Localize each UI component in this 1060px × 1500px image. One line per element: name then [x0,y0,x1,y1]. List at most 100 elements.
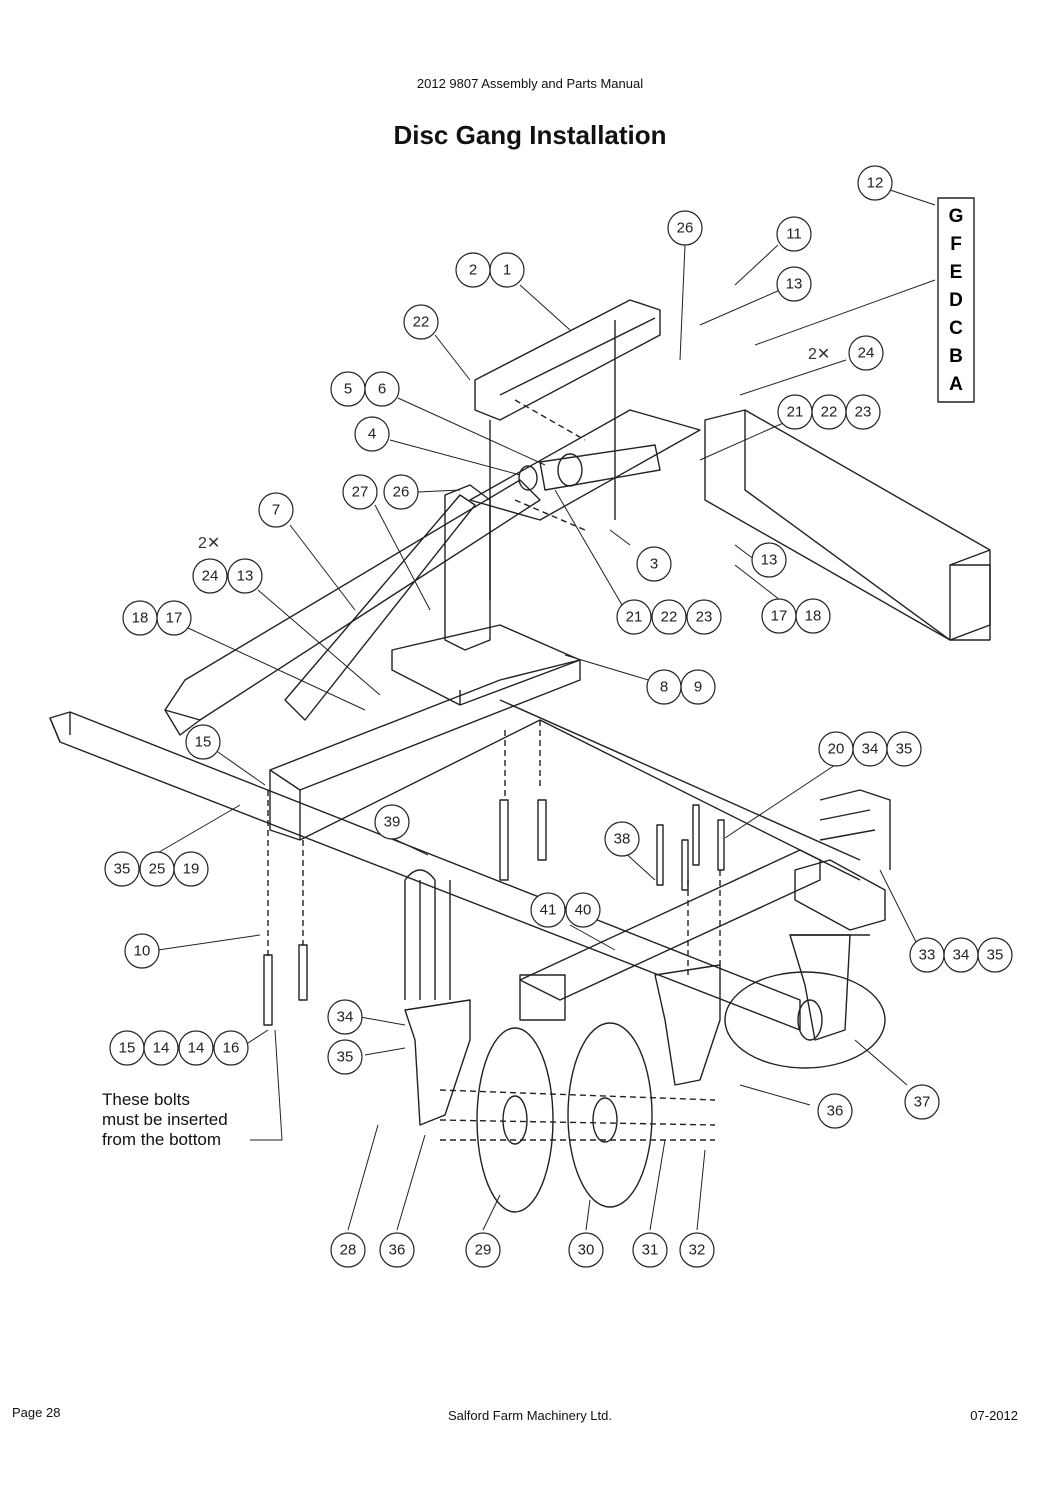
scale-letter-b: B [949,346,963,367]
svg-text:10: 10 [134,943,151,960]
position-scale-letters: G F E D C B A [949,206,964,395]
callout-35: 35 [327,1039,363,1075]
notched-disc [567,1022,653,1208]
callout-26: 26 [667,210,703,246]
scale-letter-c: C [949,318,963,339]
note-line-3: from the bottom [102,1130,222,1149]
manual-header: 2012 9807 Assembly and Parts Manual [416,76,644,91]
svg-text:36: 36 [389,1242,406,1259]
svg-text:32: 32 [689,1242,706,1259]
note-line-1: These bolts [102,1090,190,1109]
callout-34: 34 [327,999,363,1035]
callout-35: 35 [977,937,1013,973]
svg-text:18: 18 [132,610,149,627]
svg-text:8: 8 [660,679,668,696]
svg-text:24: 24 [858,345,875,362]
svg-text:16: 16 [223,1040,240,1057]
callout-8: 8 [646,669,682,705]
callout-28: 28 [330,1232,366,1268]
callout-21: 21 [616,599,652,635]
callout-18: 18 [122,600,158,636]
svg-text:27: 27 [352,484,369,501]
lower-cross-frame [269,659,861,881]
svg-text:35: 35 [114,861,131,878]
svg-text:23: 23 [855,404,872,421]
callout-40: 40 [565,892,601,928]
svg-text:37: 37 [914,1094,931,1111]
callout-11: 11 [776,216,812,252]
callout-16: 16 [213,1030,249,1066]
svg-text:2: 2 [469,262,477,279]
scale-letter-d: D [949,290,963,311]
right-disc [724,971,886,1069]
svg-text:26: 26 [393,484,410,501]
page-number: Page 28 [12,1405,61,1420]
svg-text:17: 17 [166,610,183,627]
svg-text:4: 4 [368,426,376,443]
callout-23: 23 [845,394,881,430]
svg-text:36: 36 [827,1103,844,1120]
callout-14: 14 [178,1030,214,1066]
rear-frame-tube [704,409,991,641]
callout-34: 34 [852,731,888,767]
main-frame-tube [49,711,801,1031]
svg-text:14: 14 [188,1040,205,1057]
callout-22: 22 [811,394,847,430]
callout-15: 15 [185,724,221,760]
svg-text:31: 31 [642,1242,659,1259]
svg-text:7: 7 [272,502,280,519]
hydraulic-cylinder [518,444,661,491]
svg-text:21: 21 [626,609,643,626]
brace-arm [284,494,476,721]
callout-26: 26 [383,474,419,510]
callout-27: 27 [342,474,378,510]
revision-date: 07-2012 [970,1408,1018,1423]
callout-9: 9 [680,669,716,705]
callout-32: 32 [679,1232,715,1268]
callout-19: 19 [173,851,209,887]
callout-41: 41 [530,892,566,928]
svg-text:35: 35 [896,741,913,758]
svg-text:20: 20 [828,741,845,758]
svg-text:35: 35 [987,947,1004,964]
callout-25: 25 [139,851,175,887]
svg-text:15: 15 [119,1040,136,1057]
callout-4: 4 [354,416,390,452]
scale-letter-e: E [950,262,963,283]
callout-37: 37 [904,1084,940,1120]
callout-18: 18 [795,598,831,634]
note-line-2: must be inserted [102,1110,228,1129]
callout-17: 17 [761,598,797,634]
left-disc [476,1027,554,1213]
svg-text:13: 13 [786,276,803,293]
assembly-guide-lines [267,399,721,1141]
callout-34: 34 [943,937,979,973]
callout-1: 1 [489,252,525,288]
callout-14: 14 [143,1030,179,1066]
svg-text:33: 33 [919,947,936,964]
callout-12: 12 [857,165,893,201]
callout-3: 3 [636,546,672,582]
svg-text:28: 28 [340,1242,357,1259]
callout-35: 35 [104,851,140,887]
callout-6: 6 [364,371,400,407]
end-tube-clamp [790,859,886,936]
svg-text:24: 24 [202,568,219,585]
position-scale-box [937,197,975,403]
svg-text:5: 5 [344,381,352,398]
callout-22: 22 [651,599,687,635]
company-name: Salford Farm Machinery Ltd. [447,1408,612,1423]
callout-13: 13 [751,542,787,578]
callout-13: 13 [776,266,812,302]
callout-15: 15 [109,1030,145,1066]
svg-text:12: 12 [867,175,884,192]
callout-31: 31 [632,1232,668,1268]
mast-plate [391,484,581,706]
svg-text:11: 11 [786,226,802,243]
svg-text:17: 17 [771,608,788,625]
multiplier-label-b: 2✕ [198,535,220,552]
callout-36: 36 [817,1093,853,1129]
page-title: Disc Gang Installation [393,120,667,150]
svg-text:34: 34 [953,947,970,964]
callout-29: 29 [465,1232,501,1268]
